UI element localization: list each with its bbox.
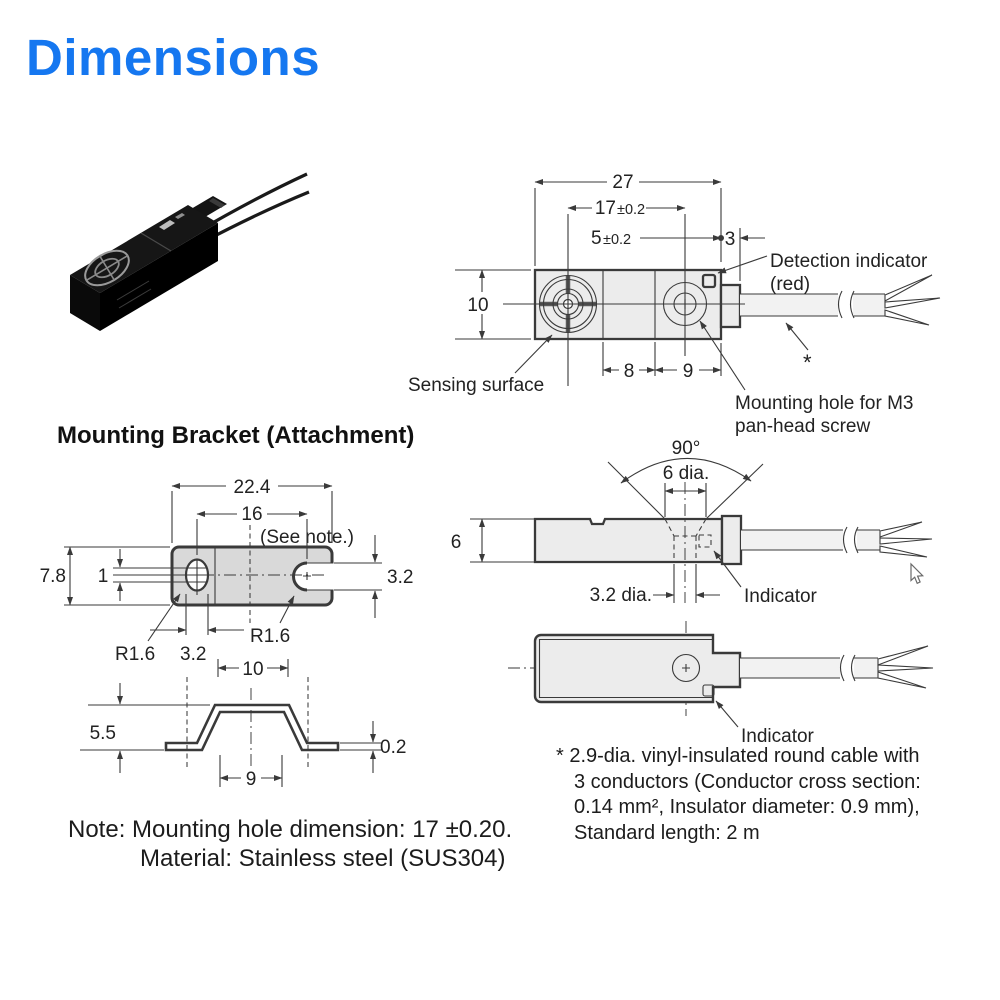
detection-indicator-window	[701, 273, 717, 289]
dim-7-8: 7.8	[40, 566, 66, 587]
photo-sensing-rings	[84, 249, 130, 287]
dimension-3-2-slot: 3.2	[372, 535, 413, 618]
bottom-view-drawing: Indicator	[508, 621, 934, 747]
footnote-line-1: * 2.9-dia. vinyl-insulated round cable w…	[556, 745, 920, 767]
photo-sensor-body	[70, 196, 227, 331]
dim-10-bracket: 10	[242, 659, 263, 680]
bracket-section-heading: Mounting Bracket (Attachment)	[57, 422, 415, 449]
dim-90deg: 90°	[672, 438, 701, 459]
sensor-body-bottom	[533, 633, 742, 704]
dimension-16: 16 (See note.)	[196, 504, 354, 548]
dimension-8-9: 8 9	[602, 342, 722, 382]
side-view-drawing: 90° 6 dia. 6 3.2 dia. Indicator	[451, 438, 933, 607]
top-view-drawing: 27 17 ±0.2 5 ±0.2 3 10 8 9 Detection ind…	[408, 171, 941, 437]
callout-indicator-bottom: Indicator	[715, 700, 815, 747]
detection-indicator-label-2: (red)	[770, 274, 810, 295]
callout-sensing-surface: Sensing surface	[408, 334, 553, 396]
wire-ends	[884, 274, 941, 326]
dim-17-tol: ±0.2	[617, 202, 645, 218]
hidden-hole-lines	[664, 482, 712, 603]
bracket-slot	[293, 563, 336, 590]
sensing-surface-label: Sensing surface	[408, 375, 544, 396]
dim-16: 16	[241, 504, 262, 525]
indicator-bottom-label: Indicator	[741, 726, 815, 747]
dimension-3-2-hole: 3.2	[150, 594, 244, 665]
cable-gland	[719, 283, 742, 329]
indicator-hidden-outline	[698, 534, 712, 548]
dimension-17: 17 ±0.2	[567, 197, 686, 219]
dim-1: 1	[98, 566, 109, 587]
footnote-line-2: 3 conductors (Conductor cross section:	[574, 770, 921, 793]
countersink-angle: 90°	[607, 438, 764, 520]
dim-9: 9	[683, 361, 694, 382]
indicator-side-label: Indicator	[744, 586, 818, 607]
indicator-window-bottom	[702, 684, 715, 697]
mounting-hole-bottom	[671, 653, 701, 683]
dimension-27: 27	[534, 171, 722, 376]
dimension-3-2-dia: 3.2 dia.	[590, 564, 720, 606]
dimension-5-5: 5.5	[80, 683, 210, 773]
footnote-line-4: Standard length: 2 m	[574, 821, 760, 844]
sensor-product-photo	[70, 172, 310, 331]
page-title: Dimensions	[26, 29, 321, 86]
dim-3-2-hole: 3.2	[180, 644, 206, 665]
dim-17: 17	[595, 198, 616, 219]
dim-8: 8	[624, 361, 635, 382]
dimension-5: 5 ±0.2	[591, 228, 724, 249]
cable-footnote: * 2.9-dia. vinyl-insulated round cable w…	[556, 744, 921, 846]
dim-3: 3	[725, 229, 736, 250]
dimension-10: 10	[455, 269, 531, 340]
note-line-2: Material: Stainless steel (SUS304)	[140, 844, 506, 872]
r1-6-slot-label: R1.6	[250, 626, 290, 647]
dimension-9-bracket: 9	[219, 755, 283, 790]
detection-indicator-label-1: Detection indicator	[770, 251, 928, 272]
dim-0-2: 0.2	[380, 737, 406, 758]
footnote-line-3: 0.14 mm², Insulator diameter: 0.9 mm),	[574, 796, 920, 818]
mouse-cursor-icon	[910, 562, 925, 585]
cable-gland-side	[720, 514, 743, 566]
dim-3-2-slot: 3.2	[387, 567, 413, 588]
bracket-plan-view	[113, 519, 382, 623]
asterisk-marker: *	[803, 350, 812, 375]
callout-mounting-hole: Mounting hole for M3 pan-head screw	[699, 320, 914, 437]
dim-22-4: 22.4	[234, 477, 271, 498]
sensor-body-side	[533, 514, 743, 566]
dimension-6: 6	[451, 518, 534, 563]
dim-27: 27	[612, 172, 633, 193]
dim-6: 6	[451, 532, 462, 553]
mounting-note: Note: Mounting hole dimension: 17 ±0.20.…	[68, 816, 512, 873]
dimension-22-4: 22.4	[171, 476, 333, 543]
callout-r1-6-slot: R1.6	[250, 595, 295, 647]
dim-9-bracket: 9	[246, 769, 257, 790]
callout-cable-footnote: *	[785, 322, 812, 375]
mounting-bracket-drawing: 22.4 16 (See note.) 7.8 1 3.2 R1.	[40, 476, 413, 790]
callout-indicator-side: Indicator	[713, 550, 818, 607]
cable-bottom	[740, 645, 934, 689]
dimension-10-bracket: 10	[217, 658, 289, 680]
dim-6-dia: 6 dia.	[663, 463, 709, 484]
note-line-1: Note: Mounting hole dimension: 17 ±0.20.	[68, 816, 513, 843]
cable-top	[740, 274, 941, 326]
dim-3-2-dia: 3.2 dia.	[590, 585, 652, 606]
cable-side	[741, 521, 933, 558]
callout-detection-indicator: Detection indicator (red)	[717, 251, 928, 295]
dimension-3: 3	[725, 228, 765, 281]
mounting-hole-label-1: Mounting hole for M3	[735, 393, 914, 414]
r1-6-left-label: R1.6	[115, 644, 155, 665]
dim-5-tol: ±0.2	[603, 232, 631, 248]
dimension-1: 1	[98, 549, 123, 601]
dim-10: 10	[467, 295, 488, 316]
dimension-7-8: 7.8	[40, 546, 170, 606]
dim-5-5: 5.5	[90, 723, 116, 744]
callout-r1-6-left: R1.6	[115, 593, 181, 665]
dimension-0-2: 0.2	[340, 721, 406, 773]
dim-5: 5	[591, 228, 602, 249]
dimension-6-dia: 6 dia.	[663, 463, 709, 517]
mounting-hole-label-2: pan-head screw	[735, 416, 870, 437]
